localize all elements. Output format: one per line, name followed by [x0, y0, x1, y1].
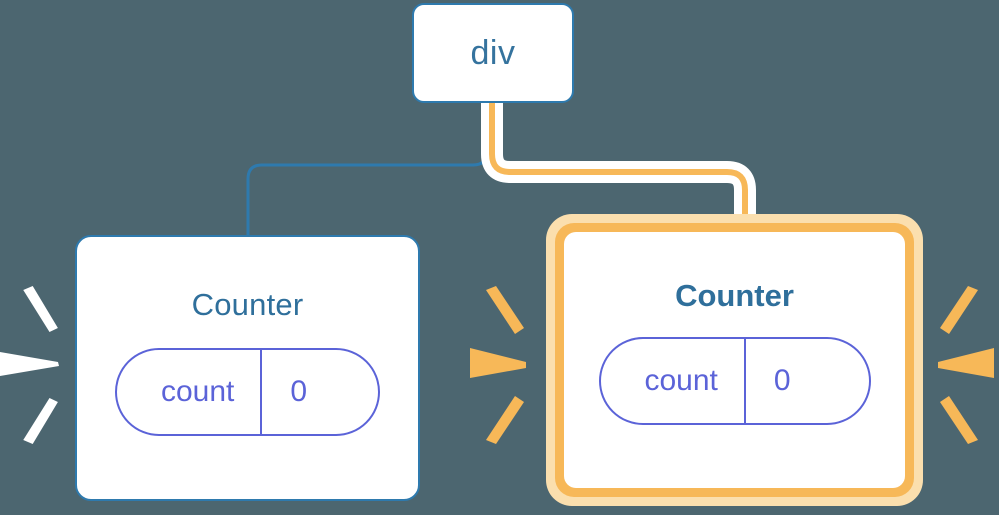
burst-ray-lower	[940, 396, 978, 444]
state-value-label: 0	[773, 364, 791, 397]
burst-left-inner-icon	[470, 286, 526, 444]
burst-ray-upper	[23, 286, 58, 332]
burst-ray-lower	[486, 396, 524, 444]
burst-ray-upper	[940, 286, 978, 334]
edge-root-to-counter-right-halo	[481, 100, 756, 232]
burst-left-outer-icon	[0, 286, 59, 444]
node-counter-right-highlight-ring: Counter count 0	[555, 223, 914, 497]
state-pill-left-key-cell: count	[117, 350, 263, 434]
burst-right-outer-icon	[938, 286, 994, 444]
node-div-label: div	[470, 34, 516, 72]
node-counter-right-label: Counter	[675, 278, 794, 313]
burst-ray-lower	[23, 398, 58, 444]
burst-ray-middle	[470, 348, 526, 378]
state-pill-right: count 0	[598, 337, 871, 425]
state-key-label: count	[644, 364, 718, 397]
node-counter-left-label: Counter	[191, 287, 304, 322]
node-counter-right[interactable]: Counter count 0	[546, 214, 923, 506]
burst-ray-middle	[0, 352, 59, 376]
burst-ray-upper	[486, 286, 524, 334]
burst-ray-middle	[938, 348, 994, 378]
state-pill-left: count 0	[115, 348, 380, 436]
node-counter-left[interactable]: Counter count 0	[75, 235, 420, 501]
state-pill-left-value-cell: 0	[262, 350, 351, 434]
edge-root-to-counter-left	[246, 98, 489, 240]
state-value-label: 0	[290, 375, 308, 408]
state-pill-right-key-cell: count	[601, 339, 746, 423]
edge-root-to-counter-right	[489, 100, 748, 232]
state-pill-right-value-cell: 0	[746, 339, 835, 423]
state-key-label: count	[161, 375, 235, 408]
node-div[interactable]: div	[412, 3, 574, 103]
node-counter-right-face: Counter count 0	[564, 232, 905, 488]
